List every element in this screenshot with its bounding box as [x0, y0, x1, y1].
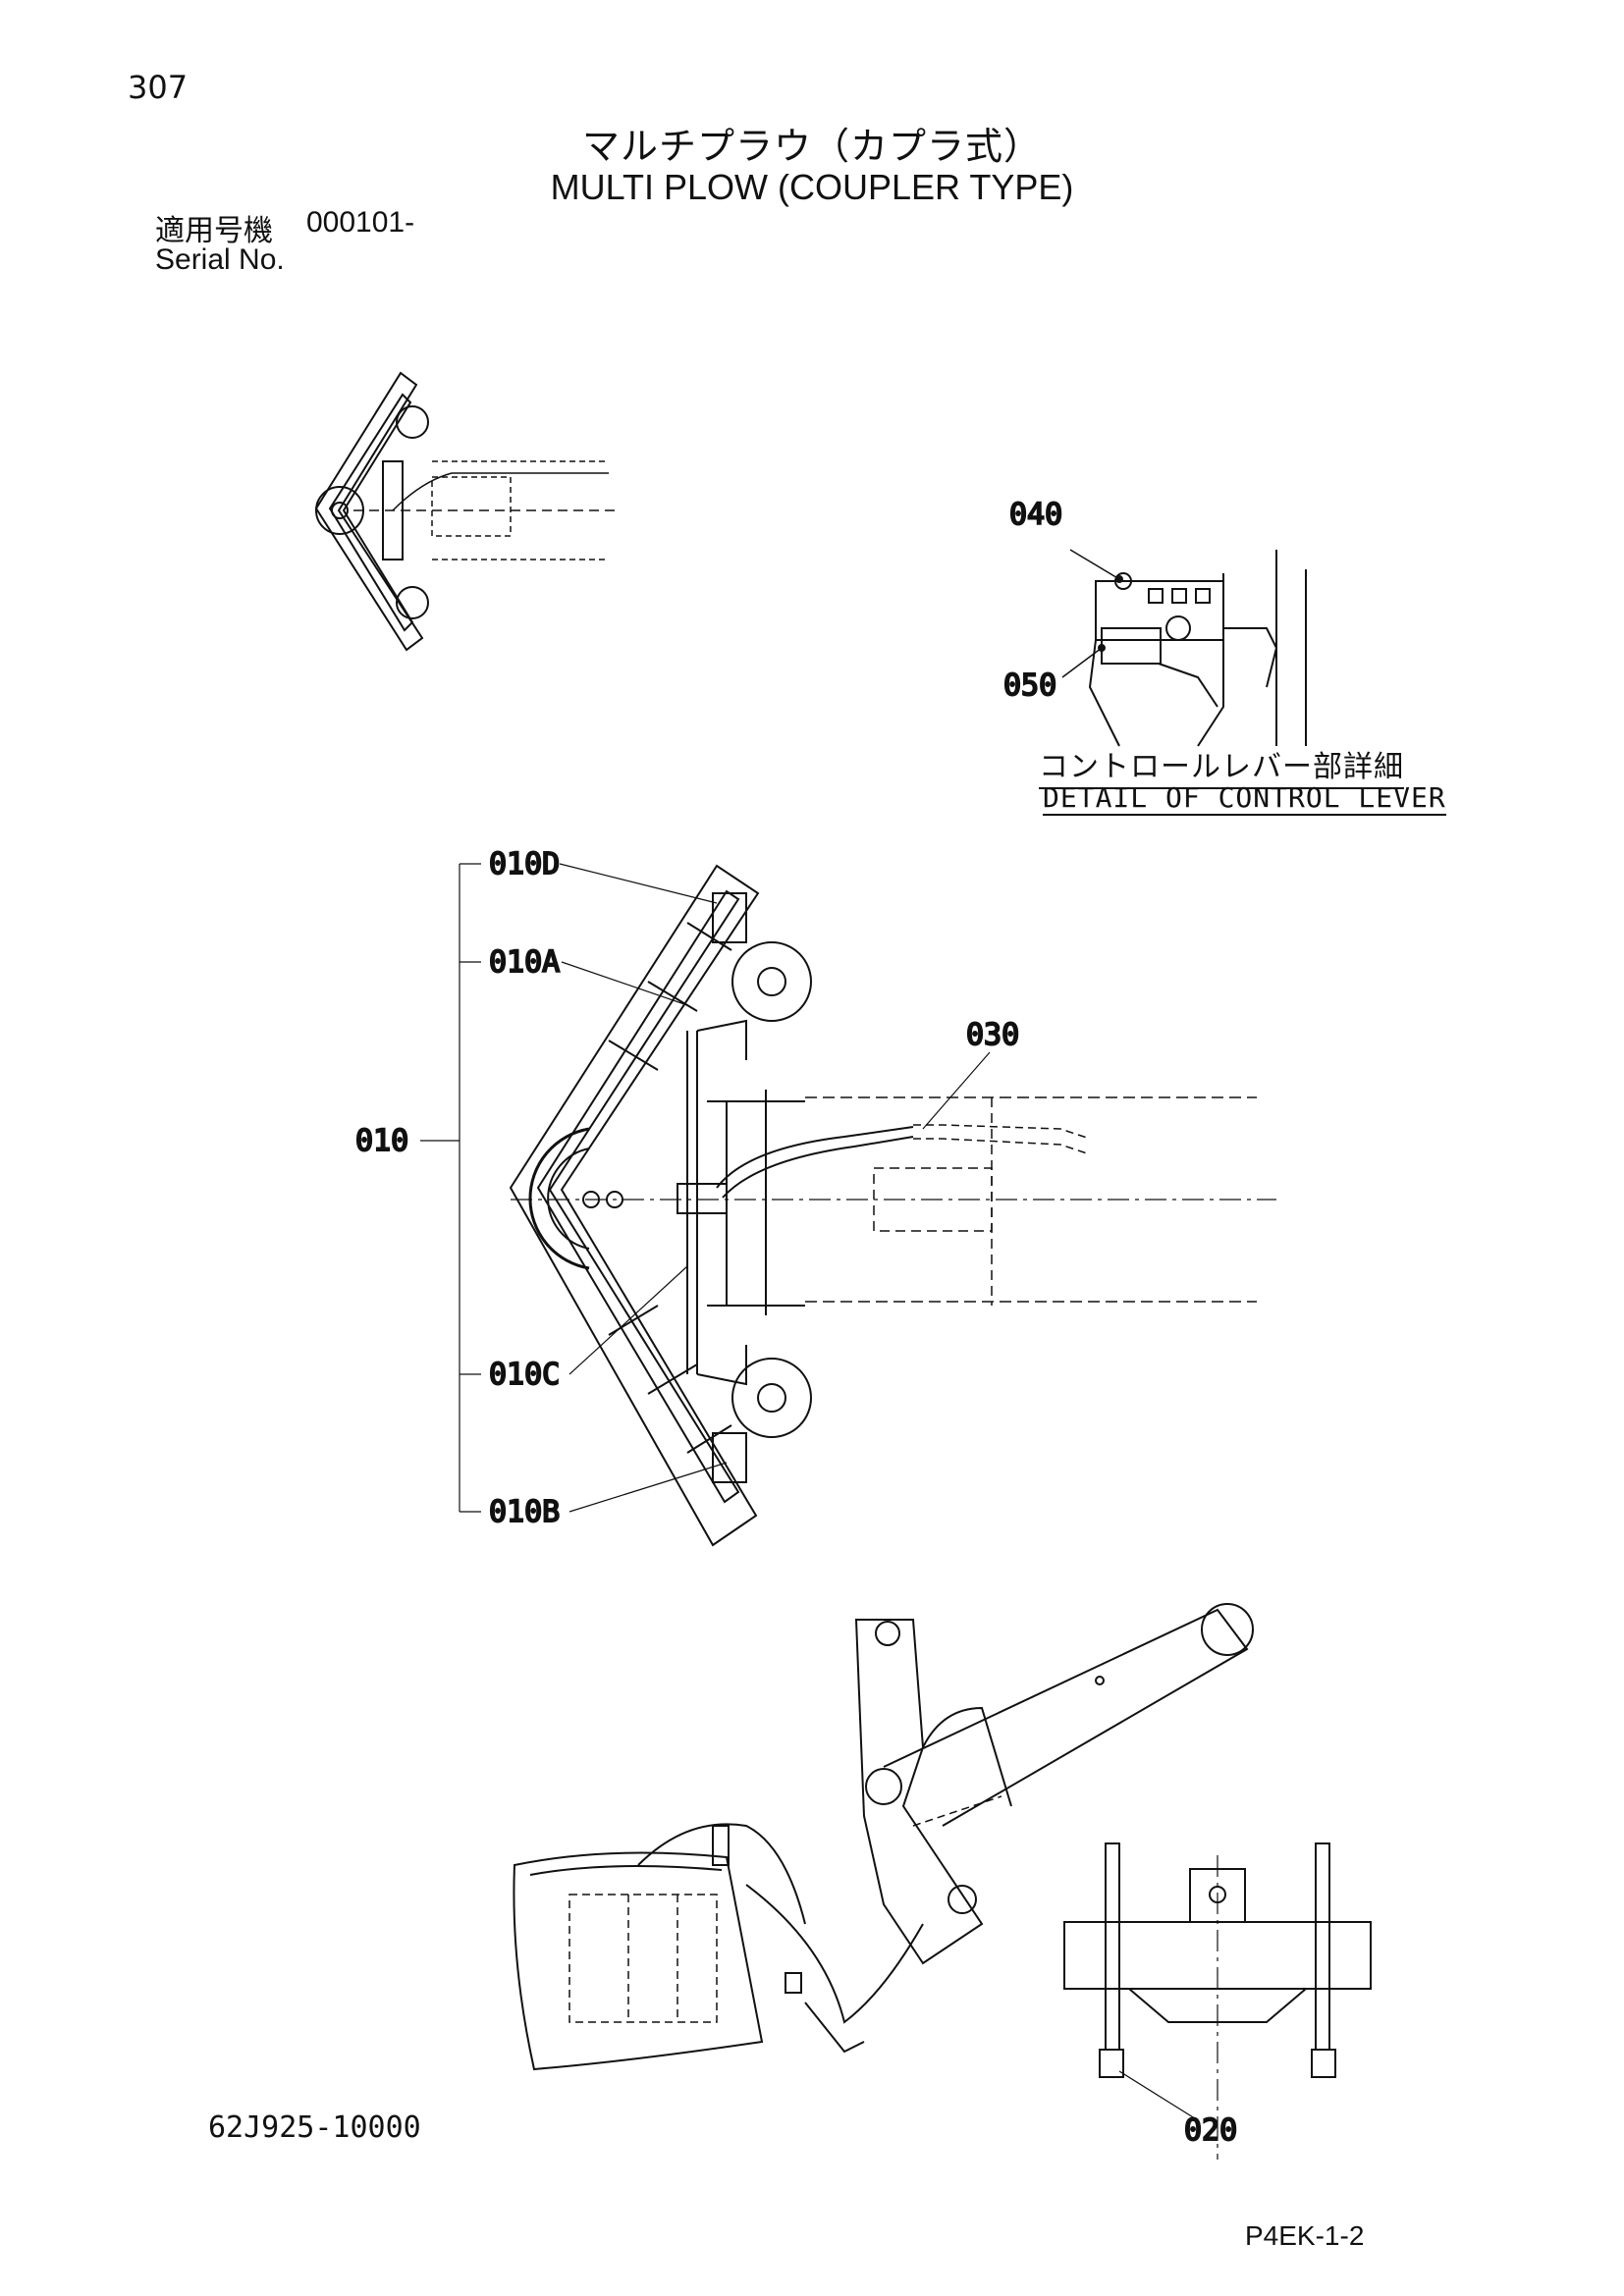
page-number: 307 [128, 69, 189, 106]
control-lever-detail [1061, 549, 1307, 747]
title-english: MULTI PLOW (COUPLER TYPE) [550, 167, 1074, 207]
detail-caption-japanese: コントロールレバー部詳細 [1039, 742, 1404, 789]
coupler-front-view [1063, 1842, 1372, 2160]
callout-010D: 010D [489, 847, 560, 881]
drawing-number: 62J925-10000 [208, 2110, 421, 2145]
callout-010A: 010A [489, 945, 560, 980]
callout-040: 040 [1009, 498, 1062, 532]
page-code: P4EK-1-2 [1245, 2220, 1365, 2251]
callout-010B: 010B [489, 1495, 560, 1529]
leader-lines [420, 863, 1199, 2121]
callout-010C: 010C [489, 1358, 560, 1392]
side-view-assembly [513, 1603, 1254, 2071]
serial-label-english: Serial No. [155, 243, 285, 276]
overview-plow-view [314, 371, 619, 652]
callout-020: 020 [1184, 2113, 1237, 2148]
title-japanese: マルチプラウ（カプラ式） [581, 125, 1042, 168]
main-plow-plan-view [509, 864, 1276, 1547]
callout-050: 050 [1003, 668, 1056, 703]
detail-caption-english: DETAIL OF CONTROL LEVER [1043, 781, 1446, 816]
serial-number-value: 000101- [306, 206, 415, 239]
serial-label-japanese: 適用号機 [155, 214, 273, 248]
callout-030: 030 [966, 1018, 1019, 1052]
callout-010: 010 [355, 1124, 408, 1158]
